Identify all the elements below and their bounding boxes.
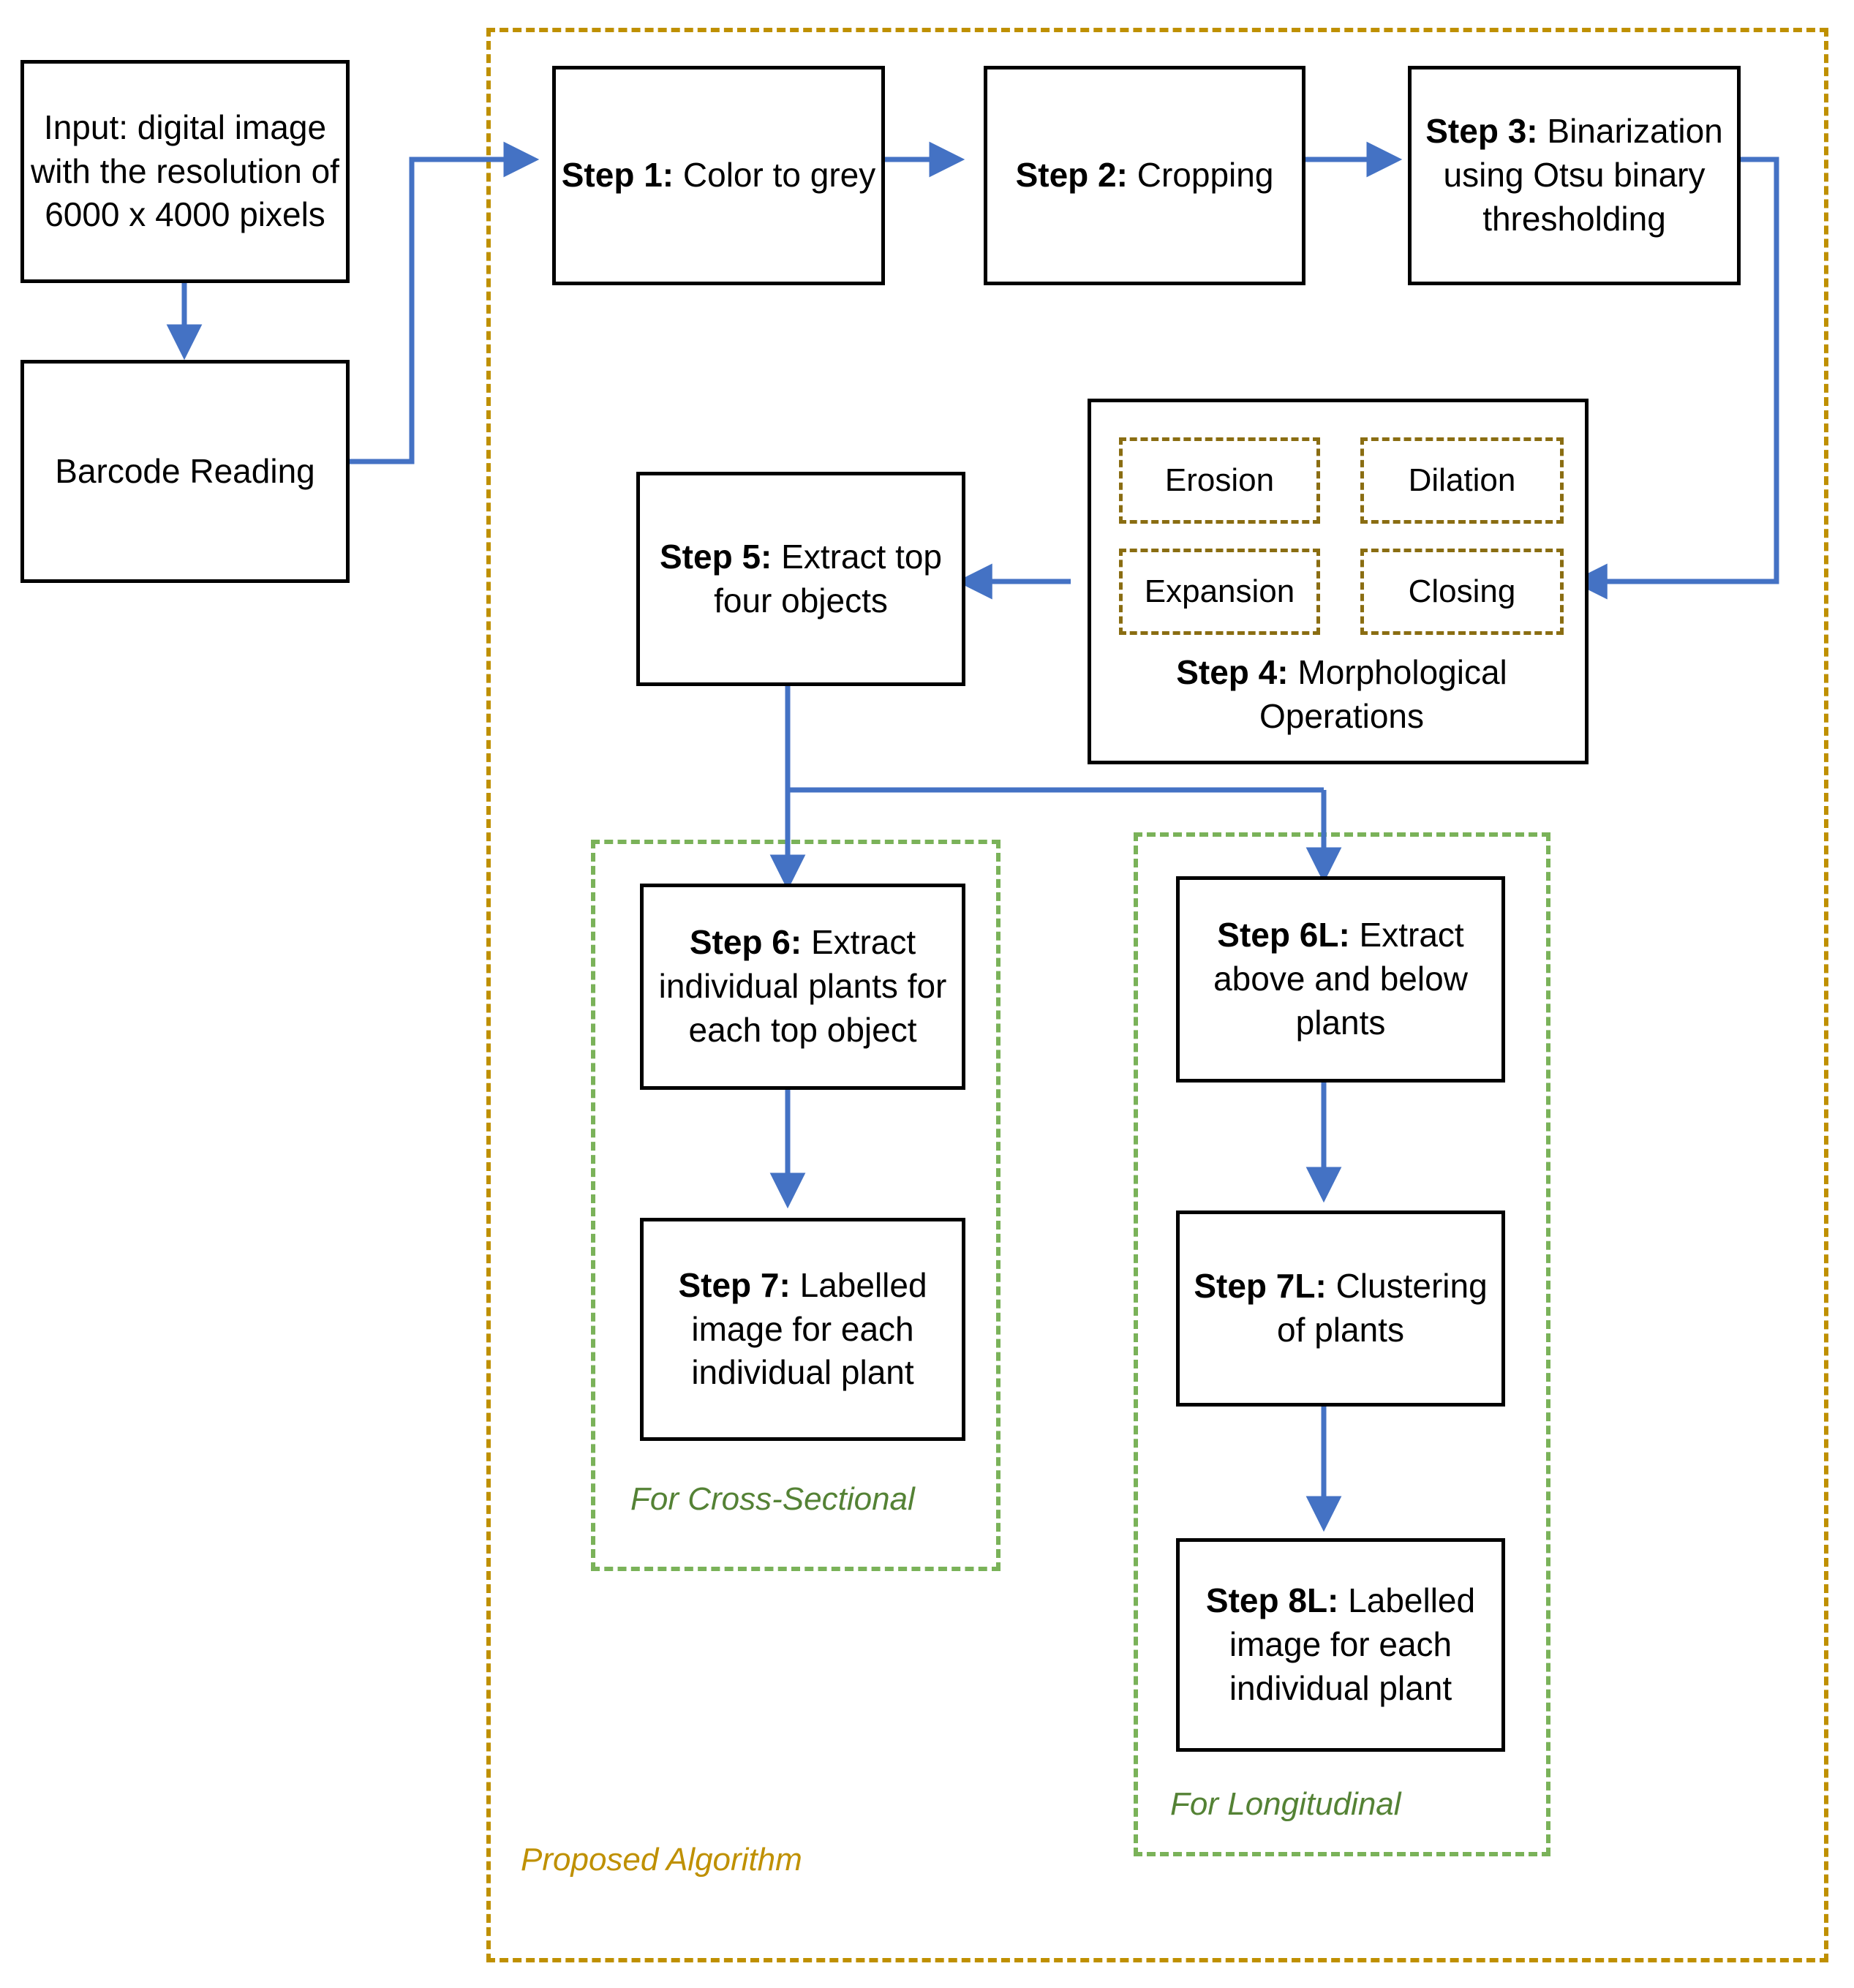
node-step-3-text: Step 3: Binarization using Otsu binary t…: [1412, 110, 1737, 241]
node-barcode-reading: Barcode Reading: [20, 360, 350, 583]
node-input-image-text: Input: digital image with the resolution…: [31, 108, 339, 234]
caption-longitudinal-text: For Longitudinal: [1170, 1786, 1401, 1822]
node-step-1-body: Color to grey: [674, 156, 876, 195]
node-step-6l-body: Extract above and below plants: [1213, 916, 1468, 1042]
morph-op-closing-label: Closing: [1408, 573, 1516, 610]
node-step-8l: Step 8L: Labelled image for each individ…: [1176, 1538, 1505, 1752]
node-step-7l-body: Clustering of plants: [1277, 1267, 1488, 1349]
proposed-algorithm-group: [486, 28, 1828, 1962]
caption-cross-sectional: For Cross-Sectional: [630, 1481, 915, 1518]
node-step-6l-text: Step 6L: Extract above and below plants: [1180, 914, 1501, 1044]
morph-op-expansion-label: Expansion: [1144, 573, 1295, 610]
caption-longitudinal: For Longitudinal: [1170, 1786, 1401, 1823]
caption-cross-sectional-text: For Cross-Sectional: [630, 1481, 915, 1517]
node-step-7l-label: Step 7L:: [1194, 1267, 1327, 1306]
longitudinal-group: [1134, 832, 1550, 1856]
node-step-7l-text: Step 7L: Clustering of plants: [1180, 1265, 1501, 1352]
node-step-4-caption: Step 4: Morphological Operations: [1106, 651, 1578, 739]
node-step-4-label: Step 4:: [1176, 653, 1289, 691]
node-barcode-reading-text: Barcode Reading: [55, 451, 315, 490]
node-step-2-body: Cropping: [1127, 156, 1274, 195]
node-step-8l-text: Step 8L: Labelled image for each individ…: [1180, 1579, 1501, 1710]
node-step-5-text: Step 5: Extract top four objects: [640, 535, 962, 623]
cross-sectional-group: [591, 840, 1001, 1571]
node-step-3: Step 3: Binarization using Otsu binary t…: [1408, 66, 1741, 285]
node-step-5-label: Step 5:: [659, 537, 772, 576]
node-step-7-body: Labelled image for each individual plant: [691, 1265, 927, 1392]
node-step-3-label: Step 3:: [1425, 112, 1538, 151]
node-step-6-body: Extract individual plants for each top o…: [658, 923, 947, 1049]
morph-op-closing: Closing: [1360, 549, 1564, 635]
morph-op-dilation: Dilation: [1360, 437, 1564, 524]
node-step-6: Step 6: Extract individual plants for ea…: [640, 884, 965, 1090]
node-step-6-label: Step 6:: [689, 923, 802, 962]
morph-op-expansion: Expansion: [1119, 549, 1320, 635]
node-step-7-text: Step 7: Labelled image for each individu…: [644, 1264, 962, 1395]
node-step-4: Erosion Dilation Expansion Closing Step …: [1088, 399, 1589, 764]
node-step-8l-body: Labelled image for each individual plant: [1229, 1581, 1476, 1707]
node-step-6l-label: Step 6L:: [1217, 916, 1350, 955]
node-step-7l: Step 7L: Clustering of plants: [1176, 1211, 1505, 1407]
morph-op-erosion-label: Erosion: [1164, 462, 1275, 499]
node-step-1: Step 1: Color to grey: [552, 66, 885, 285]
caption-proposed-algorithm: Proposed Algorithm: [521, 1842, 802, 1878]
node-step-1-text: Step 1: Color to grey: [559, 154, 879, 197]
node-step-6-text: Step 6: Extract individual plants for ea…: [644, 921, 962, 1052]
node-step-2-label: Step 2:: [1015, 156, 1128, 195]
node-step-5-body: Extract top four objects: [714, 537, 943, 620]
node-input-image: Input: digital image with the resolution…: [20, 60, 350, 283]
node-step-5: Step 5: Extract top four objects: [636, 472, 965, 686]
node-step-2: Step 2: Cropping: [984, 66, 1305, 285]
morph-op-dilation-label: Dilation: [1408, 462, 1516, 499]
node-step-7-label: Step 7:: [678, 1265, 791, 1304]
node-step-7: Step 7: Labelled image for each individu…: [640, 1218, 965, 1441]
node-step-8l-label: Step 8L:: [1205, 1581, 1339, 1620]
node-step-1-label: Step 1:: [561, 156, 674, 195]
node-step-4-body: Morphological Operations: [1259, 653, 1507, 735]
morph-op-grid: Erosion Dilation Expansion Closing: [1119, 437, 1565, 635]
node-step-2-text: Step 2: Cropping: [1013, 154, 1277, 197]
node-step-6l: Step 6L: Extract above and below plants: [1176, 876, 1505, 1083]
morph-op-erosion: Erosion: [1119, 437, 1320, 524]
caption-proposed-algorithm-text: Proposed Algorithm: [521, 1842, 802, 1878]
